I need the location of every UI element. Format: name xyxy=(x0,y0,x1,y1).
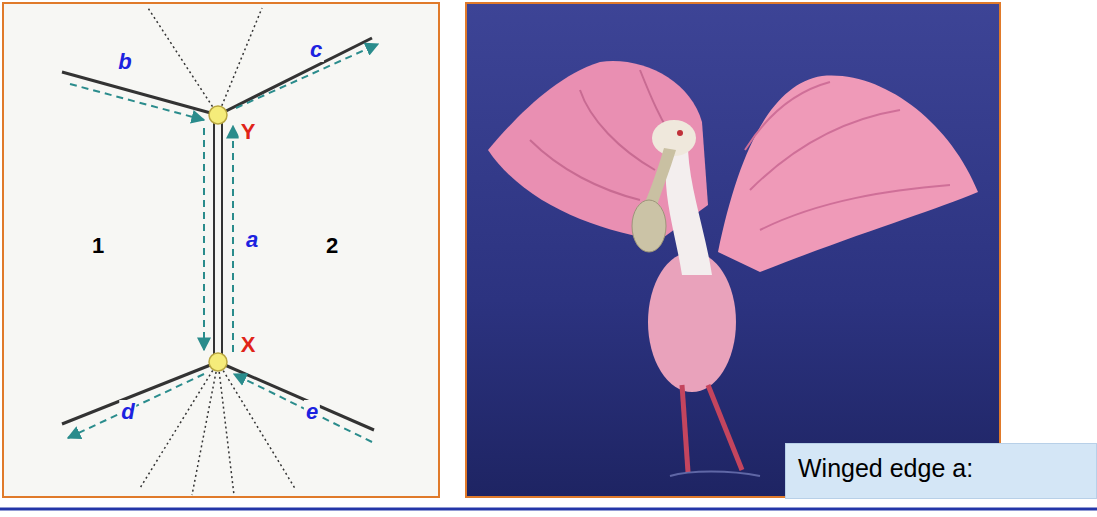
edge-label: d xyxy=(119,400,136,424)
edge-label: 1 xyxy=(90,234,106,258)
caption-box: Winged edge a: xyxy=(785,443,1097,499)
edge-label: a xyxy=(244,228,260,252)
edge-label: X xyxy=(239,333,258,357)
diagram-panel xyxy=(3,3,439,497)
edge-label: e xyxy=(304,400,320,424)
edge-label: Y xyxy=(239,120,258,144)
caption-text: Winged edge a: xyxy=(798,454,1084,483)
winged-edge-figure xyxy=(62,8,378,495)
spoonbill-photo xyxy=(466,3,1000,497)
edge-label: c xyxy=(308,38,324,62)
edge-label: b xyxy=(116,50,133,74)
edge-label: 2 xyxy=(324,234,340,258)
rule-line xyxy=(0,508,1097,511)
